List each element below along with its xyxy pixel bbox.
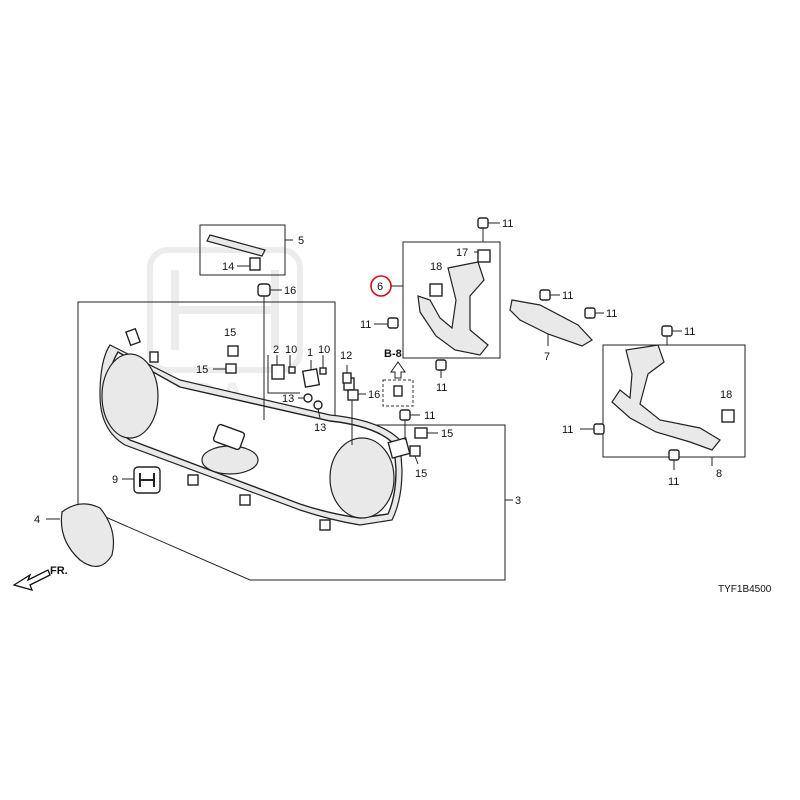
- part-9-emblem: [122, 466, 161, 494]
- label-17: 17: [456, 247, 468, 259]
- label-7: 7: [544, 351, 550, 363]
- clips-15-right: [409, 427, 438, 465]
- label-8: 8: [716, 468, 722, 480]
- label-13-b: 13: [314, 422, 326, 434]
- label-15-b: 15: [196, 364, 208, 376]
- clips-15-left: [213, 345, 239, 374]
- label-b8: B-8: [384, 348, 402, 360]
- label-15-a: 15: [224, 327, 236, 339]
- part-labels: 5 14 16 15 15 2 10 1 10 12 16 13 13 B-8 …: [34, 218, 732, 526]
- part-7-bracket: [509, 289, 604, 347]
- label-6: 6: [377, 281, 383, 293]
- label-4: 4: [34, 514, 40, 526]
- part-5-group: [199, 224, 293, 276]
- label-5: 5: [298, 235, 304, 247]
- label-16-mid: 16: [368, 389, 380, 401]
- label-11-p7a: 11: [562, 290, 573, 302]
- label-18-b: 18: [720, 389, 732, 401]
- label-18-a: 18: [430, 261, 442, 273]
- grille-body: [99, 327, 411, 531]
- label-1: 1: [307, 347, 313, 359]
- label-13-a: 13: [282, 393, 294, 405]
- label-11-top: 11: [502, 218, 513, 230]
- front-arrow-icon: FR.: [12, 565, 68, 591]
- label-3: 3: [515, 495, 521, 507]
- label-11-bottom-6: 11: [436, 382, 447, 394]
- label-14: 14: [222, 261, 234, 273]
- part-6-group: [374, 217, 501, 378]
- diagram-code: TYF1B4500: [718, 584, 772, 595]
- label-11-p8-top: 11: [684, 326, 695, 338]
- label-2: 2: [273, 344, 279, 356]
- b8-reference: [382, 361, 414, 407]
- label-10-a: 10: [285, 344, 297, 356]
- label-11-p8-left: 11: [562, 424, 573, 436]
- label-11-left: 11: [360, 319, 371, 331]
- part-8-group: [580, 325, 746, 470]
- label-9: 9: [112, 474, 118, 486]
- label-15-c: 15: [441, 428, 453, 440]
- label-15-d: 15: [415, 468, 427, 480]
- label-16-top: 16: [284, 285, 296, 297]
- label-10-b: 10: [318, 344, 330, 356]
- label-11-p7b: 11: [606, 308, 617, 320]
- parts-1-2-10-group: [267, 355, 327, 394]
- part-4-cover: [46, 503, 115, 567]
- label-12: 12: [340, 350, 352, 362]
- fastener-11-grille: [399, 409, 420, 440]
- fastener-16-top: [257, 283, 282, 420]
- front-arrow-label: FR.: [50, 565, 68, 577]
- fasteners-12-16: [342, 365, 366, 445]
- fasteners-13: [298, 393, 323, 419]
- label-11-p8-bottom: 11: [668, 476, 679, 488]
- label-11-grille: 11: [424, 410, 435, 422]
